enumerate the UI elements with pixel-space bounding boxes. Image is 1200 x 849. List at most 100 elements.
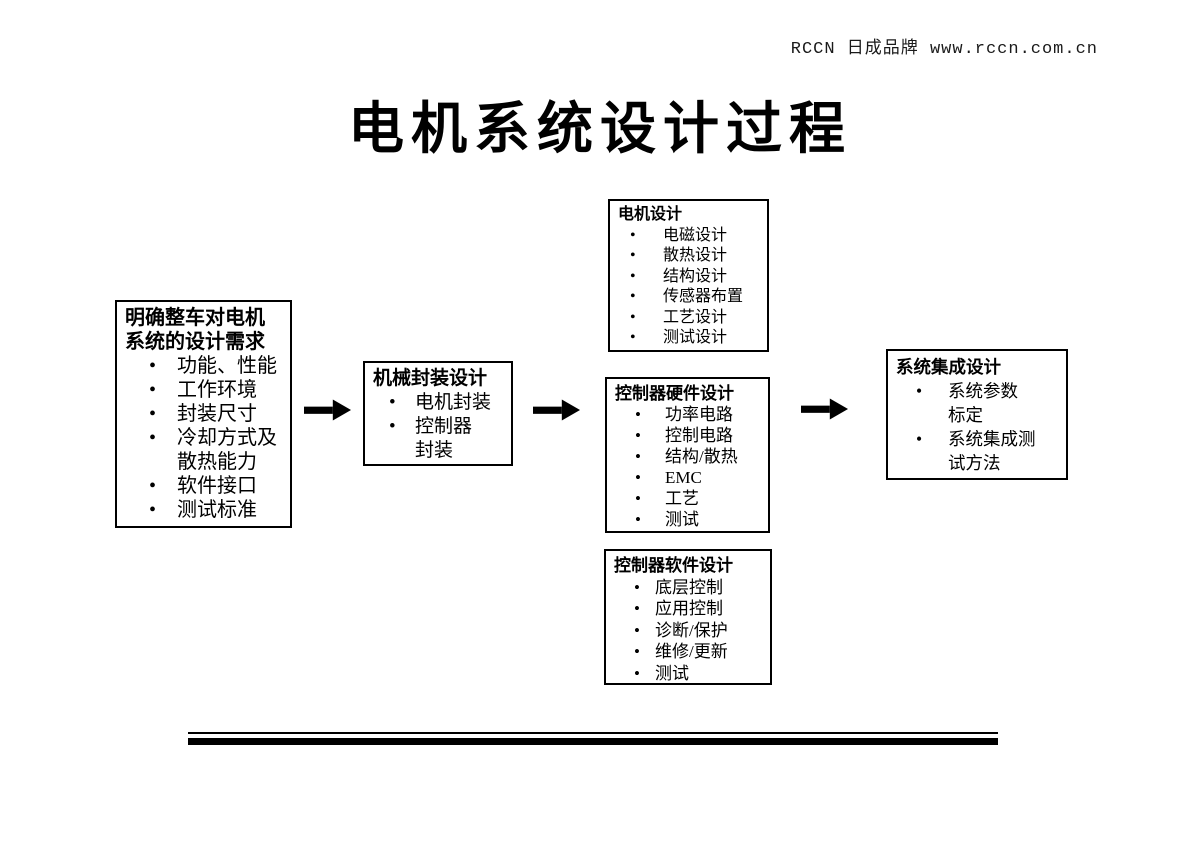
bullet-icon [630, 287, 663, 308]
bullet-icon [630, 308, 663, 329]
bullet-icon [149, 402, 177, 426]
bullet-icon [634, 598, 655, 620]
list-item: 测试标准 [149, 498, 282, 522]
list-item-label: 控制器 封装 [415, 416, 473, 461]
flow-arrow-icon [304, 397, 352, 423]
box-title: 控制器硬件设计 [615, 384, 734, 403]
list-item: EMC [635, 467, 760, 488]
bullet-icon [916, 427, 948, 451]
list-item: 封装尺寸 [149, 402, 282, 426]
bullet-icon [149, 354, 177, 378]
list-item: 底层控制 [634, 577, 762, 599]
list-item-label: 电磁设计 [663, 226, 728, 244]
list-item-label: 封装尺寸 [177, 403, 257, 425]
list-item-label: 测试 [655, 663, 689, 683]
list-item-label: 功率电路 [665, 405, 733, 424]
list-item-label: 测试 [665, 510, 699, 529]
list-item-label: 传感器布置 [663, 288, 744, 305]
list-item: 测试 [634, 663, 762, 684]
list-item: 工艺设计 [630, 308, 759, 329]
list-item-label: 系统参数 标定 [948, 381, 1018, 425]
list-item: 应用控制 [634, 598, 762, 620]
list-item: 维修/更新 [634, 641, 762, 663]
list-item-label: 测试设计 [663, 329, 728, 346]
list-item: 散热设计 [630, 246, 759, 267]
box-vehicle-requirements: 明确整车对电机 系统的设计需求 功能、性能 工作环境 封装尺寸 冷却方式及 散热… [115, 300, 292, 528]
watermark: RCCN 日成品牌 www.rccn.com.cn [790, 40, 1098, 59]
list-item: 系统参数 标定 [916, 379, 1058, 427]
list-item: 控制器 封装 [389, 415, 503, 463]
bullet-icon [149, 498, 177, 522]
bullet-icon [635, 446, 665, 467]
list-item-label: 结构设计 [663, 267, 728, 285]
list-item: 功能、性能 [149, 354, 282, 378]
list-item-label: 电机封装 [415, 392, 492, 413]
list-item: 结构/散热 [635, 446, 760, 467]
box-mechanical-packaging-design: 机械封装设计 电机封装 控制器 封装 [363, 361, 513, 466]
bullet-icon [634, 577, 655, 599]
bullet-icon [630, 226, 663, 247]
list-item-label: 诊断/保护 [655, 620, 728, 640]
box-motor-design: 电机设计 电磁设计 散热设计 结构设计 传感器布置 工艺设计 测试设计 [608, 199, 769, 352]
list-item-label: 应用控制 [655, 599, 723, 618]
box-system-integration-design: 系统集成设计 系统参数 标定 系统集成测 试方法 [886, 349, 1068, 480]
bullet-icon [635, 509, 665, 530]
list-item-label: 底层控制 [655, 577, 723, 597]
list-item: 结构设计 [630, 267, 759, 288]
list-item-label: 工艺设计 [663, 308, 728, 326]
list-item: 冷却方式及 散热能力 [149, 426, 282, 474]
list-item: 电机封装 [389, 391, 503, 415]
box-title: 系统集成设计 [896, 357, 1001, 377]
box-title: 控制器软件设计 [614, 556, 733, 575]
list-item-label: 控制电路 [665, 426, 733, 445]
footer-rule-thin [188, 732, 998, 734]
list-item-label: 维修/更新 [655, 642, 728, 661]
bullet-icon [635, 404, 665, 425]
list-item: 测试 [635, 509, 760, 530]
list-item: 工作环境 [149, 378, 282, 402]
bullet-icon [634, 620, 655, 642]
bullet-icon [149, 474, 177, 498]
bullet-icon [630, 328, 663, 349]
page-title: 电机系统设计过程 [348, 97, 852, 160]
bullet-icon [389, 391, 415, 415]
bullet-icon [149, 426, 177, 450]
flow-arrow-icon [801, 396, 849, 422]
list-item: 电磁设计 [630, 226, 759, 247]
list-item: 功率电路 [635, 404, 760, 425]
flow-arrow-icon [533, 397, 581, 423]
bullet-icon [630, 246, 663, 267]
list-item-label: 工作环境 [177, 379, 257, 401]
list-item: 软件接口 [149, 474, 282, 498]
bullet-icon [916, 379, 948, 403]
list-item-label: 工艺 [665, 489, 699, 508]
list-item: 工艺 [635, 488, 760, 509]
bullet-icon [635, 425, 665, 446]
list-item-label: 结构/散热 [665, 447, 738, 466]
box-title: 电机设计 [618, 206, 683, 223]
list-item-label: 冷却方式及 散热能力 [177, 427, 277, 473]
bullet-icon [634, 663, 655, 684]
bullet-icon [635, 467, 665, 488]
list-item-label: 系统集成测 试方法 [948, 429, 1036, 473]
bullet-icon [635, 488, 665, 509]
footer-rule-thick [188, 738, 998, 745]
box-title: 机械封装设计 [373, 368, 488, 389]
bullet-icon [634, 641, 655, 663]
list-item: 控制电路 [635, 425, 760, 446]
box-title: 明确整车对电机 系统的设计需求 [125, 307, 265, 353]
list-item-label: 散热设计 [663, 247, 728, 264]
list-item: 测试设计 [630, 328, 759, 349]
list-item-label: 测试标准 [177, 499, 257, 521]
box-controller-hardware-design: 控制器硬件设计 功率电路 控制电路 结构/散热 EMC 工艺 测试 [605, 377, 770, 533]
list-item: 传感器布置 [630, 287, 759, 308]
bullet-icon [389, 415, 415, 439]
list-item-label: 功能、性能 [177, 355, 277, 377]
list-item-label: 软件接口 [177, 475, 257, 497]
box-controller-software-design: 控制器软件设计 底层控制 应用控制 诊断/保护 维修/更新 测试 [604, 549, 772, 685]
footer-double-rule [188, 732, 998, 745]
list-item: 诊断/保护 [634, 620, 762, 642]
list-item-label: EMC [665, 468, 702, 487]
bullet-icon [149, 378, 177, 402]
